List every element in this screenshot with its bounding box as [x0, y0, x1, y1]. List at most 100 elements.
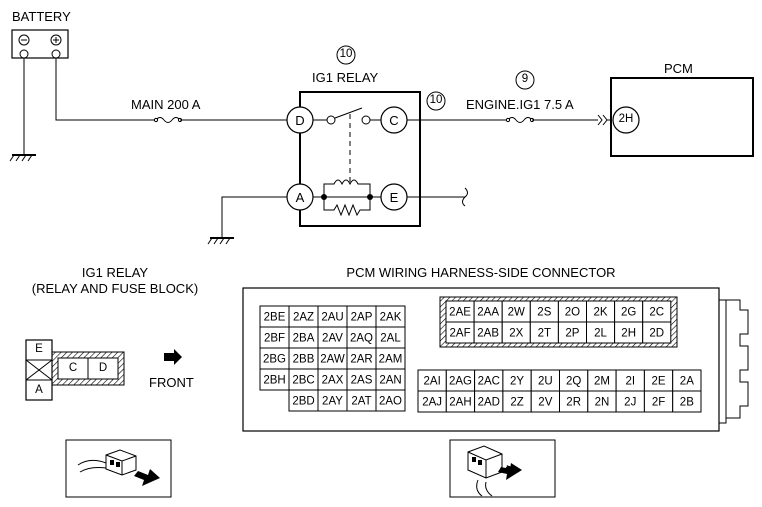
pcm-left-block-pin-label: 2BC [292, 375, 314, 387]
pcm-bottom-block-pin-label: 2A [680, 376, 694, 388]
pcm-bottom-block-pin-label: 2Y [510, 376, 524, 388]
pcm-terminal-label: 2H [618, 113, 634, 125]
pcm-top-block-pin-label: 2D [649, 328, 664, 340]
pcm-bottom-block-pin-label: 2AI [424, 376, 441, 388]
main-wire [55, 58, 287, 123]
relay-switch [313, 107, 381, 182]
pcm-left-block-pin-label: 2BE [264, 312, 286, 324]
pcm-top-block-pin-label: 2S [537, 307, 551, 319]
pcm-bottom-block-pin-label: 2B [680, 397, 694, 409]
pcm-bottom-block-pin-label: 2AG [449, 376, 472, 388]
pcm-left-block-pin-label: 2AS [351, 375, 373, 387]
pcm-left-block-pin-label: 2AT [351, 396, 371, 408]
pcm-bottom-block-pin-label: 2M [594, 376, 610, 388]
pcm-left-block-pin-label: 2BB [293, 354, 315, 366]
pcm-left-block-pin-label: 2AP [351, 312, 373, 324]
connector-arrow-icon [597, 114, 608, 126]
relay-connector-subtitle: (RELAY AND FUSE BLOCK) [31, 281, 199, 296]
pcm-left-block-pin-label: 2AU [321, 312, 343, 324]
relay-connector-drawing [25, 339, 125, 401]
relay-connector-illustration [65, 439, 172, 498]
relay-ref-circle [336, 45, 356, 65]
pcm-left-block-pin-label: 2AW [320, 354, 345, 366]
pcm-top-block-pin-label: 2AB [477, 328, 499, 340]
front-label: FRONT [149, 375, 194, 390]
pcm-top-block-pin-label: 2P [565, 328, 579, 340]
front-arrow-icon [164, 349, 182, 365]
pcm-left-block-pin-label: 2AK [380, 312, 402, 324]
pcm-terminal-2h [612, 106, 640, 134]
battery-symbol [11, 29, 69, 59]
pcm-left-block-pin-label: 2BF [264, 333, 285, 345]
pcm-bottom-block-pin-label: 2AC [478, 376, 500, 388]
engine-fuse-label: ENGINE.IG1 7.5 A [466, 97, 574, 112]
pcm-top-block-cell [642, 321, 672, 344]
pcm-bottom-block-pin-label: 2N [595, 397, 610, 409]
pcm-left-block-pin-label: 2BA [293, 333, 315, 345]
battery-ground-wire [9, 58, 36, 162]
pcm-bottom-block-pin-label: 2U [538, 376, 553, 388]
relay-ground-wire [207, 196, 287, 245]
pcm-bottom-block-cell [672, 390, 702, 413]
wire-ref-circle [426, 91, 446, 111]
relay-ref-number: 10 [339, 48, 353, 60]
pcm-left-block-pin-label: 2AL [380, 333, 401, 345]
main-fuse-symbol [155, 117, 181, 123]
pcm-left-block-pin-label: 2AM [379, 354, 403, 366]
relay-terminal-e-label: E [389, 190, 399, 205]
pcm-left-block-pin-label: 2AO [379, 396, 402, 408]
engine-fuse-ref-circle [515, 70, 535, 90]
relay-pin-a: A [35, 384, 43, 396]
pcm-left-block-pin-label: 2BG [263, 354, 286, 366]
relay-pin-d: D [98, 362, 108, 374]
pcm-left-block-pin-label: 2AN [379, 375, 401, 387]
pcm-bottom-block-pin-label: 2Z [510, 397, 523, 409]
pcm-bottom-block-pin-label: 2AJ [422, 397, 442, 409]
relay-e-wire [407, 187, 468, 207]
engine-fuse-ref-number: 9 [521, 73, 529, 85]
relay-terminal-d [286, 106, 314, 134]
engine-fuse-symbol [507, 117, 533, 123]
relay-coil [313, 179, 381, 217]
pcm-bottom-block-pin-label: 2AD [478, 397, 500, 409]
engine-wire [407, 114, 611, 126]
pcm-connector-illustration [449, 439, 556, 498]
pcm-left-block-cell [375, 389, 406, 412]
relay-pin-e: E [35, 343, 43, 355]
pcm-bottom-block-pin-label: 2J [624, 397, 636, 409]
pcm-connector-title: PCM WIRING HARNESS-SIDE CONNECTOR [346, 265, 616, 280]
pcm-top-block-pin-label: 2K [594, 307, 608, 319]
relay-pin-c: C [68, 362, 78, 374]
pcm-left-block-pin-label: 2AQ [350, 333, 373, 345]
pcm-left-block-pin-label: 2AX [322, 375, 344, 387]
pcm-top-block-pin-label: 2O [565, 307, 580, 319]
pcm-bottom-block-pin-label: 2R [566, 397, 581, 409]
pcm-bottom-block-pin-label: 2F [652, 397, 665, 409]
pcm-top-block-pin-label: 2AF [450, 328, 471, 340]
pcm-bottom-block-pin-label: 2I [625, 376, 635, 388]
pcm-top-block-pin-label: 2C [649, 307, 664, 319]
pcm-top-block-pin-label: 2G [621, 307, 636, 319]
pcm-left-block-pin-label: 2BD [292, 396, 314, 408]
pcm-left-block-pin-label: 2AR [350, 354, 372, 366]
pcm-bottom-block-pin-label: 2V [538, 397, 552, 409]
pcm-top-block-pin-label: 2W [508, 307, 525, 319]
relay-connector-title: IG1 RELAY [81, 265, 149, 280]
relay-terminal-a-label: A [295, 190, 305, 205]
relay-terminal-d-label: D [295, 113, 305, 128]
pcm-bottom-block-pin-label: 2Q [566, 376, 581, 388]
pcm-left-block-pin-label: 2AZ [293, 312, 314, 324]
relay-title: IG1 RELAY [312, 70, 379, 85]
wire-ref-number: 10 [429, 94, 443, 106]
relay-terminal-c-label: C [389, 113, 399, 128]
pcm-top-block-pin-label: 2L [594, 328, 607, 340]
battery-label: BATTERY [12, 9, 71, 24]
pcm-bottom-block-pin-label: 2E [652, 376, 666, 388]
pcm-top-block-pin-label: 2AE [449, 307, 471, 319]
pcm-left-block-pin-label: 2BH [263, 375, 285, 387]
pcm-bottom-block-pin-label: 2AH [449, 397, 471, 409]
pcm-label: PCM [664, 61, 693, 76]
pcm-top-block-pin-label: 2X [509, 328, 523, 340]
pcm-left-block-pin-label: 2AY [322, 396, 343, 408]
